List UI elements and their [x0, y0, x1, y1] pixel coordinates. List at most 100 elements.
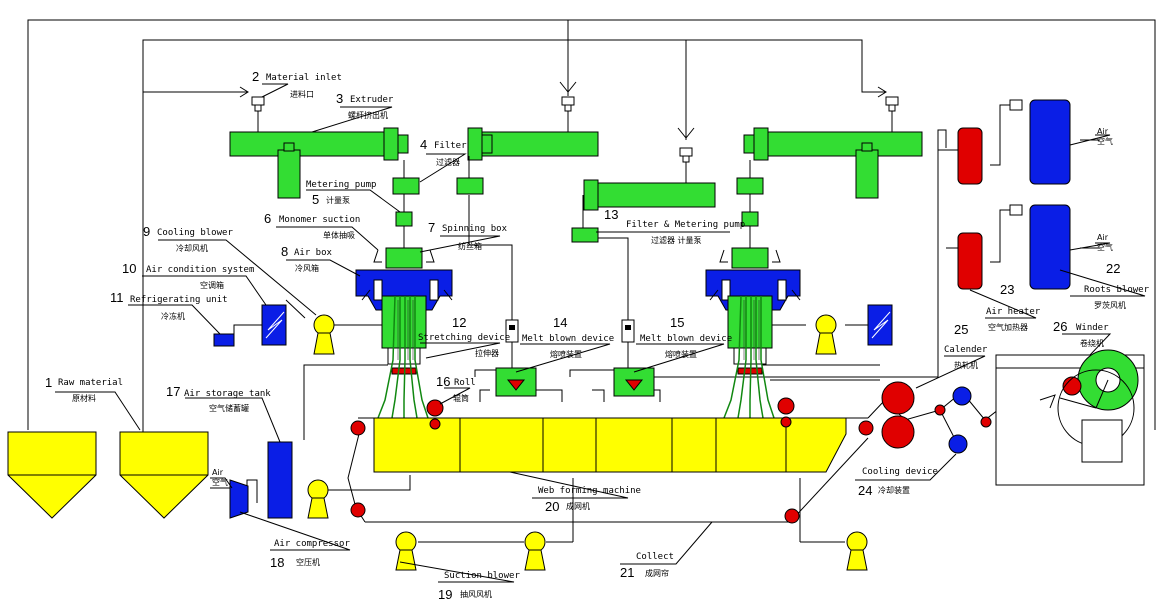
label-11-en: Refrigerating unit — [130, 295, 228, 305]
label-22-en: Roots blower — [1084, 285, 1150, 295]
label-11-num: 11 — [110, 290, 124, 305]
label-1-cn: 原材料 — [72, 393, 96, 403]
spinning-line-right — [705, 160, 801, 419]
label-12-num: 12 — [452, 315, 466, 330]
label-1-num: 1 — [45, 375, 52, 390]
label-25-en: Calender — [944, 345, 988, 355]
label-13-cn: 过滤器 计量泵 — [651, 235, 702, 245]
label-26-num: 26 — [1053, 319, 1067, 334]
label-26-cn: 卷绕机 — [1080, 338, 1104, 348]
winder — [995, 349, 1145, 486]
label-7-cn: 纺丝箱 — [458, 241, 482, 251]
suction-blower-4 — [846, 531, 868, 571]
label-5-num: 5 — [312, 192, 319, 207]
label-13-en: Filter & Metering pump — [626, 220, 745, 230]
label-20-en: Web forming machine — [538, 486, 641, 496]
filter-units — [456, 156, 599, 243]
label-14-num: 14 — [553, 315, 567, 330]
label-23-cn: 空气加热器 — [988, 322, 1028, 332]
label-9-en: Cooling blower — [157, 228, 233, 238]
label-6-num: 6 — [264, 211, 271, 226]
label-2-cn: 进料口 — [290, 89, 314, 99]
air-inlet-3-cn: 空气 — [212, 477, 228, 487]
label-16-num: 16 — [436, 374, 450, 389]
label-18-num: 18 — [270, 555, 284, 570]
label-8-en: Air box — [294, 248, 333, 258]
label-22-cn: 罗茨风机 — [1094, 300, 1126, 310]
label-21-en: Collect — [636, 552, 674, 562]
label-3-num: 3 — [336, 91, 343, 106]
blue-equipment — [213, 99, 1071, 519]
air-inlet-1-cn: 空气 — [1097, 136, 1113, 146]
cooling-blower-left — [313, 314, 340, 355]
label-24-en: Cooling device — [862, 467, 938, 477]
label-2-en: Material inlet — [266, 73, 342, 83]
label-7-en: Spinning box — [442, 224, 508, 234]
label-20-cn: 成网机 — [566, 501, 590, 511]
spinning-line-left — [355, 160, 453, 419]
label-14-en: Melt blown device — [522, 334, 614, 344]
label-26-en: Winder — [1076, 323, 1109, 333]
label-21-cn: 成网帘 — [645, 568, 669, 578]
cooling-blower-right — [815, 314, 837, 355]
leader-lines — [55, 83, 1146, 583]
label-9-cn: 冷却风机 — [176, 243, 208, 253]
label-3-en: Extruder — [350, 95, 394, 105]
label-7-num: 7 — [428, 220, 435, 235]
label-15-en: Melt blown device — [640, 334, 732, 344]
air-inlet-1-en: Air — [1097, 127, 1109, 136]
label-9-num: 9 — [143, 224, 150, 239]
air-inlet-2-en: Air — [1097, 233, 1109, 242]
label-23-num: 23 — [1000, 282, 1014, 297]
label-15-cn: 熔喷装置 — [665, 349, 697, 359]
label-20-num: 20 — [545, 499, 559, 514]
label-10-en: Air condition system — [146, 265, 254, 275]
label-16-en: Roll — [454, 378, 476, 388]
suction-blower-3 — [524, 531, 546, 571]
air-heaters — [957, 127, 983, 290]
extruders — [229, 127, 923, 211]
label-10-num: 10 — [122, 261, 136, 276]
label-5-cn: 计量泵 — [326, 195, 350, 205]
label-17-cn: 空气储蓄罐 — [209, 403, 249, 413]
label-4-cn: 过滤器 — [436, 157, 460, 167]
label-17-en: Air storage tank — [184, 389, 271, 399]
label-5-en: Metering pump — [306, 180, 376, 190]
label-18-cn: 空压机 — [296, 557, 320, 567]
blowers — [307, 314, 868, 571]
label-19-cn: 抽风风机 — [460, 589, 492, 599]
label-14-cn: 熔喷装置 — [550, 349, 582, 359]
label-10-cn: 空调箱 — [200, 280, 224, 290]
label-19-en: Suction blower — [444, 571, 520, 581]
label-23-en: Air heater — [986, 307, 1041, 317]
label-8-cn: 冷风箱 — [295, 263, 319, 273]
raw-material-hoppers — [7, 431, 209, 519]
labels: 1 Raw material 原材料 2 Material inlet 进料口 … — [45, 69, 1150, 602]
label-16-cn: 辊筒 — [453, 393, 469, 403]
label-1-en: Raw material — [58, 378, 123, 388]
label-6-en: Monomer suction — [279, 215, 360, 225]
label-21-num: 21 — [620, 565, 634, 580]
label-24-cn: 冷却装置 — [878, 485, 910, 495]
label-25-num: 25 — [954, 322, 968, 337]
label-6-cn: 单体抽吸 — [323, 230, 355, 240]
label-12-en: Stretching device — [418, 333, 510, 343]
label-22-num: 22 — [1106, 261, 1120, 276]
label-8-num: 8 — [281, 244, 288, 259]
label-13-num: 13 — [604, 207, 618, 222]
air-inlet-2-cn: 空气 — [1097, 242, 1113, 252]
web-forming-machine — [373, 417, 847, 473]
suction-blower-2 — [395, 531, 417, 571]
air-inlet-3-en: Air — [212, 468, 224, 477]
label-4-en: Filter — [434, 141, 467, 151]
label-11-cn: 冷冻机 — [161, 311, 185, 321]
label-18-en: Air compressor — [274, 539, 350, 549]
label-19-num: 19 — [438, 587, 452, 602]
label-25-cn: 热轧机 — [954, 360, 978, 370]
material-inlets — [251, 96, 899, 183]
label-12-cn: 拉伸器 — [475, 348, 499, 358]
label-4-num: 4 — [420, 137, 427, 152]
label-2-num: 2 — [252, 69, 259, 84]
